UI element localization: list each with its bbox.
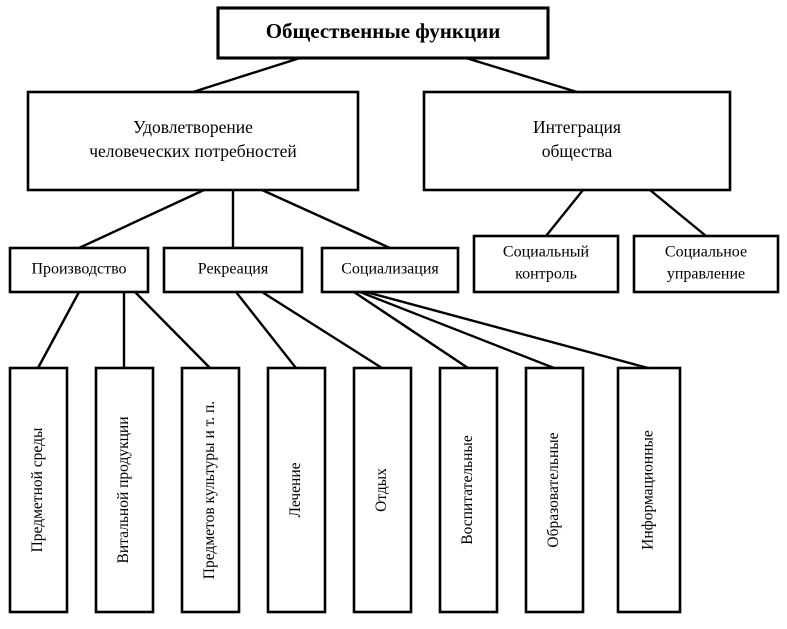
connector-line <box>359 290 555 370</box>
level3-node-l3-production: Производство <box>8 246 150 294</box>
node-box <box>352 366 413 614</box>
level3-node-l3-recreation: Рекреация <box>162 246 304 294</box>
node-label: Социальный <box>503 244 590 261</box>
node-label: Удовлетворение <box>133 117 253 137</box>
node-box <box>8 246 150 294</box>
node-box <box>8 366 69 614</box>
connector-line <box>192 56 301 94</box>
node-label-vertical: Воспитательные <box>459 435 476 545</box>
level3-node-l3-socialization: Социализация <box>320 246 460 294</box>
connector-line <box>365 290 649 370</box>
level3-node-l3-social-control: Социальный контроль <box>472 234 620 294</box>
leaf-node-leaf-culture-objects: Предметов культуры и т. п. <box>180 366 241 614</box>
node-label: Социализация <box>341 261 439 278</box>
leaf-node-leaf-informational: Информационные <box>616 366 682 614</box>
node-label: Общественные функции <box>266 19 501 43</box>
node-box <box>180 366 241 614</box>
leaf-node-leaf-rest: Отдых <box>352 366 413 614</box>
leaf-node-leaf-upbringing: Воспитательные <box>438 366 499 614</box>
node-label-vertical: Витальной продукции <box>115 416 132 563</box>
node-box <box>472 234 620 294</box>
node-label: Интеграция <box>533 117 621 137</box>
connector-line <box>261 290 383 370</box>
node-label: Социальное <box>665 244 747 261</box>
level2-node-l2-integration: Интеграция общества <box>422 90 732 192</box>
root-node-root: Общественные функции <box>216 6 550 60</box>
node-label-vertical: Образовательные <box>545 432 562 547</box>
node-box <box>94 366 155 614</box>
node-label-vertical: Лечение <box>287 462 304 517</box>
connector-line <box>649 189 707 237</box>
node-box <box>524 366 585 614</box>
leaf-node-leaf-treatment: Лечение <box>266 366 327 614</box>
leaf-node-leaf-object-environment: Предметной среды <box>8 366 69 614</box>
connector-line <box>134 291 211 369</box>
connector-line <box>545 189 584 237</box>
leaf-node-leaf-educational: Образовательные <box>524 366 585 614</box>
node-label: общества <box>542 141 613 161</box>
node-box <box>320 246 460 294</box>
node-label: Производство <box>31 261 126 278</box>
node-box <box>438 366 499 614</box>
connector-line <box>235 291 297 369</box>
node-box <box>632 234 780 294</box>
node-label-vertical: Предметов культуры и т. п. <box>201 401 218 579</box>
level2-node-l2-satisfaction: Удовлетворение человеческих потребностей <box>26 90 360 192</box>
level3-node-l3-social-management: Социальное управление <box>632 234 780 294</box>
node-label-vertical: Информационные <box>640 430 657 550</box>
node-label: контроль <box>515 266 577 283</box>
node-box <box>216 6 550 60</box>
node-box <box>26 90 360 192</box>
node-box <box>162 246 304 294</box>
connector-line <box>261 188 391 250</box>
connector-layer <box>36 56 707 370</box>
node-label-vertical: Предметной среды <box>29 427 46 552</box>
node-label: управление <box>667 266 745 283</box>
connector-line <box>78 188 205 250</box>
connector-line <box>353 291 469 369</box>
node-label: человеческих потребностей <box>89 141 297 161</box>
node-label-vertical: Отдых <box>373 468 390 512</box>
node-label: Рекреация <box>198 261 269 278</box>
node-box <box>616 366 682 614</box>
leaf-node-leaf-vital-production: Витальной продукции <box>94 366 155 614</box>
node-box <box>266 366 327 614</box>
connector-line <box>465 56 578 94</box>
connector-line <box>36 291 81 369</box>
node-box <box>422 90 732 192</box>
